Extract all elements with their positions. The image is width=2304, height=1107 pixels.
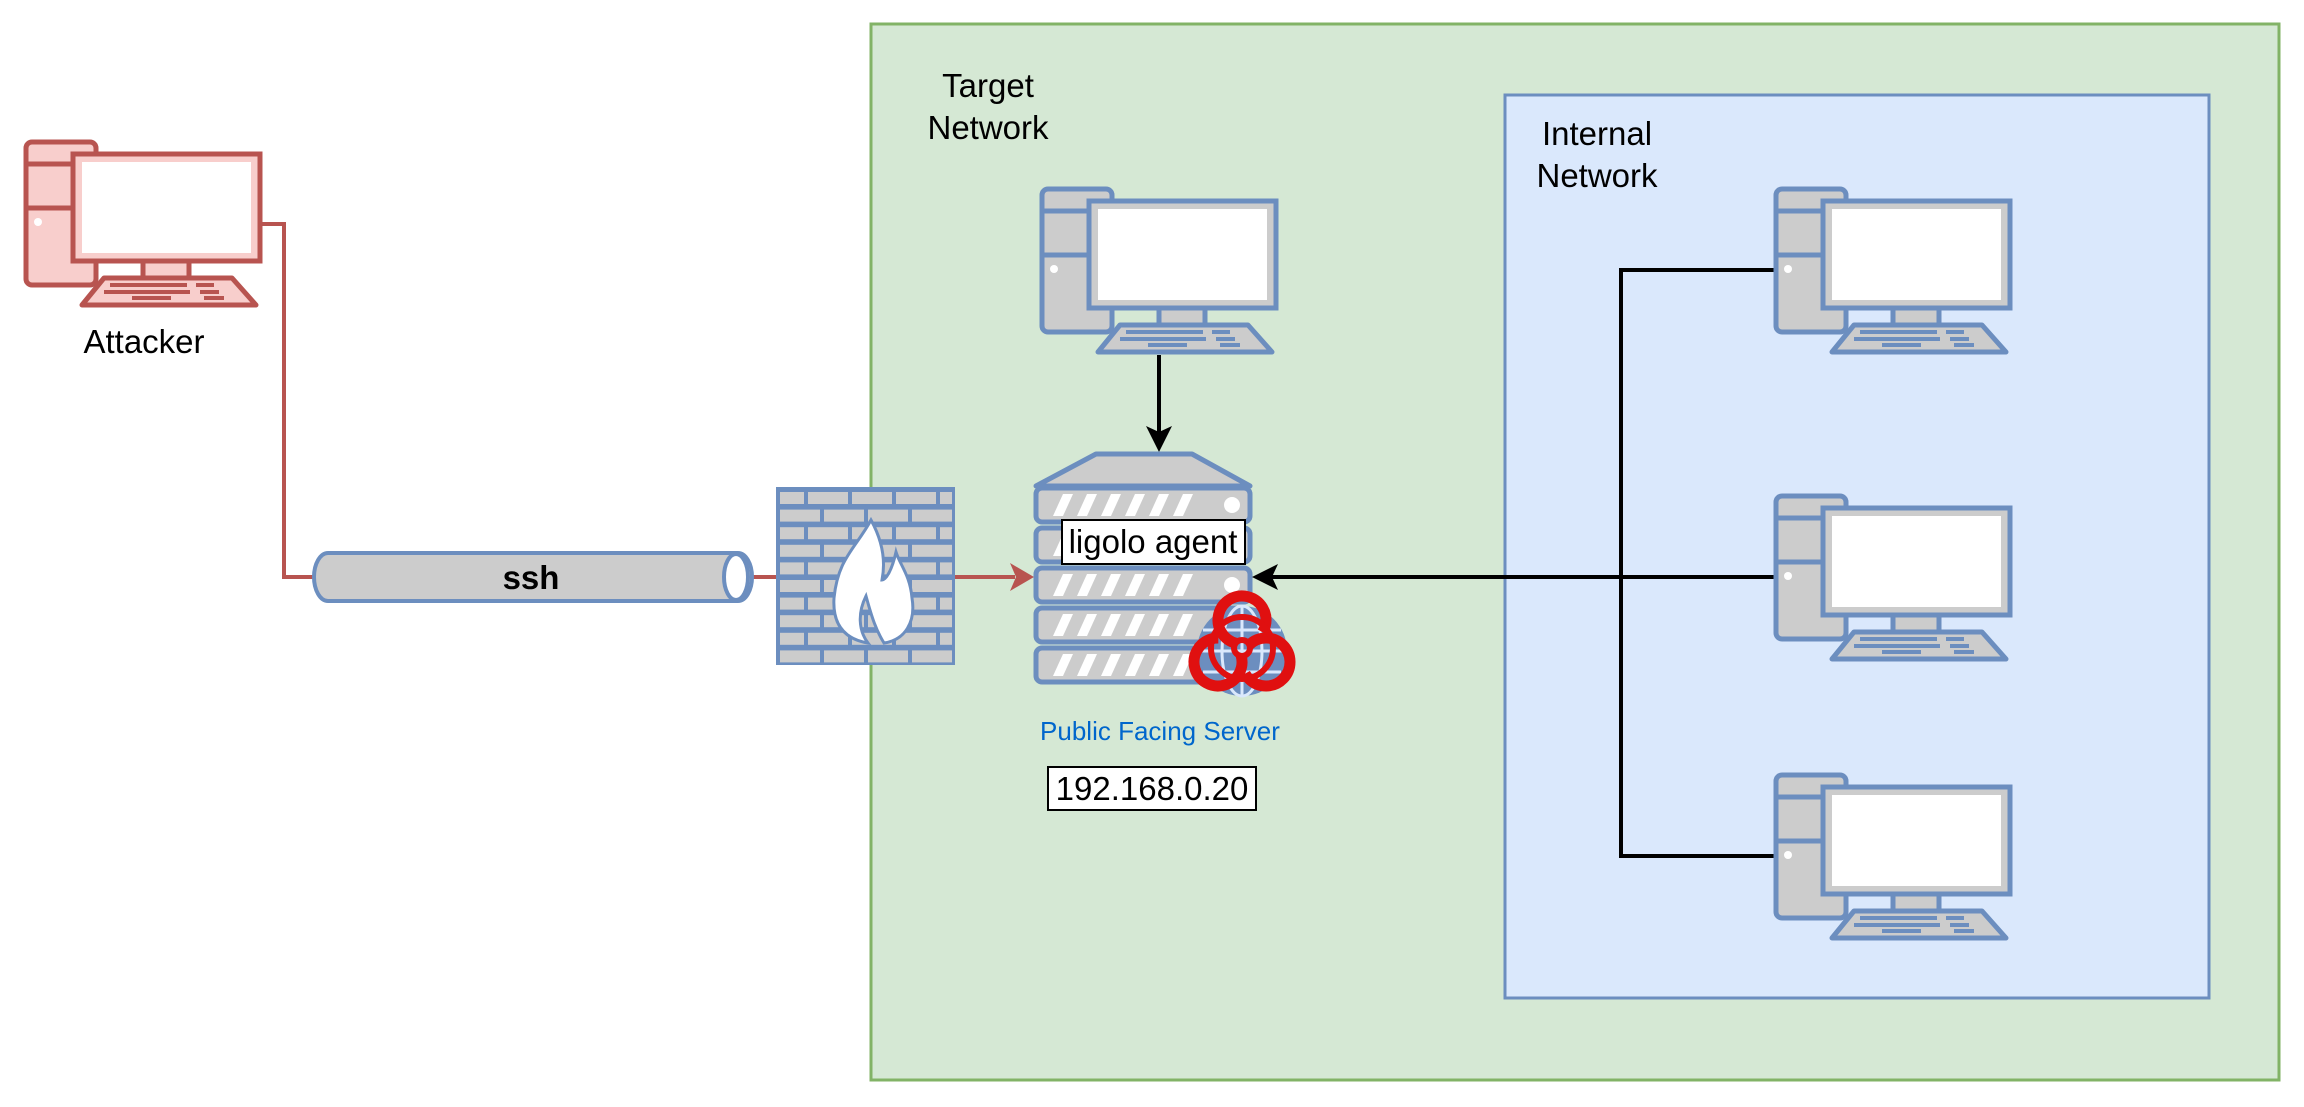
internal-host-computer-icon-1[interactable]: [1776, 189, 2010, 352]
target-host-arrowhead: [1146, 426, 1172, 452]
firewall-brick: [780, 562, 804, 575]
firewall-brick: [780, 580, 820, 592]
internal-network-label-line2: Network: [1536, 157, 1658, 194]
ip-address-box: [1047, 766, 1257, 811]
internal-host-computer-icon-2[interactable]: [1776, 496, 2010, 659]
server-unit: [1033, 605, 1253, 645]
firewall-icon[interactable]: [776, 487, 955, 665]
firewall-brick: [896, 632, 936, 645]
ip-address-label: 192.168.0.20: [1056, 770, 1249, 807]
firewall-brick: [896, 527, 936, 540]
firewall-brick: [940, 562, 952, 575]
firewall-brick: [780, 597, 804, 610]
firewall-brick: [780, 509, 820, 522]
server-unit: [1033, 485, 1253, 525]
firewall-brick: [780, 632, 804, 645]
firewall-brick: [912, 580, 952, 592]
firewall-brick: [780, 615, 820, 628]
attacker-link: [262, 222, 315, 579]
firewall-brick: [896, 492, 936, 504]
attacker-computer-icon[interactable]: [26, 142, 260, 305]
firewall-brick: [940, 597, 952, 610]
biohazard-icon: [1188, 590, 1296, 692]
firewall-brick: [808, 632, 848, 645]
target-network-label-line2: Network: [927, 109, 1049, 146]
ssh-tunnel[interactable]: ssh: [312, 551, 754, 603]
ssh-label: ssh: [503, 559, 560, 596]
firewall-brick: [808, 527, 848, 540]
server-unit: [1033, 565, 1253, 605]
firewall-brick: [780, 492, 804, 504]
firewall-brick: [780, 650, 820, 663]
firewall-brick: [868, 650, 908, 663]
firewall-brick: [912, 615, 952, 628]
ligolo-agent-label: ligolo agent: [1069, 523, 1238, 560]
firewall-brick: [940, 632, 952, 645]
firewall-brick: [852, 492, 892, 504]
firewall-brick: [780, 544, 820, 557]
server-label: Public Facing Server: [1040, 716, 1280, 746]
firewall-brick: [808, 562, 848, 575]
firewall-brick: [824, 650, 864, 663]
firewall-brick: [780, 527, 804, 540]
firewall-brick: [808, 492, 848, 504]
tunnel-arrowhead: [1010, 563, 1034, 591]
ligolo-agent-box: [1061, 519, 1246, 565]
internal-network-label-line1: Internal: [1542, 115, 1652, 152]
firewall-brick: [868, 509, 908, 522]
firewall-brick: [824, 509, 864, 522]
target-network-label-line1: Target: [942, 67, 1034, 104]
firewall-brick: [912, 650, 952, 663]
internal-host-computer-icon-3[interactable]: [1776, 775, 2010, 938]
firewall-brick: [912, 544, 952, 557]
firewall-brick: [940, 527, 952, 540]
firewall-brick: [940, 492, 952, 504]
attacker-label: Attacker: [83, 323, 204, 360]
firewall-brick: [912, 509, 952, 522]
target-host-computer-icon[interactable]: [1042, 189, 1276, 352]
internal-links: [1252, 268, 1776, 858]
